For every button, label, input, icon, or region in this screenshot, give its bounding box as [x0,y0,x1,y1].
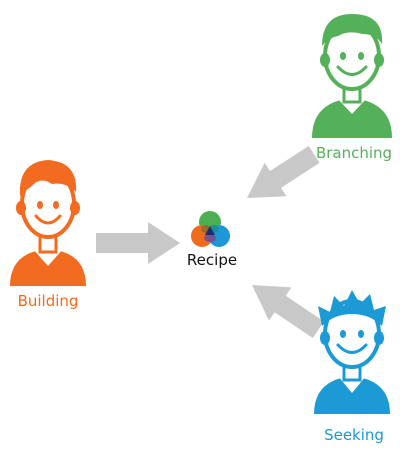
person-building [10,160,86,286]
arrow-from-branching [247,146,320,198]
person-branching [312,14,392,138]
arrow-from-building [96,222,180,264]
venn-core [205,226,215,235]
building-label: Building [18,292,79,310]
branching-label: Branching [316,144,392,162]
arrow-from-seeking [252,285,324,339]
seeking-label: Seeking [324,426,384,444]
recipe-venn-icon [191,211,230,247]
recipe-label: Recipe [187,251,237,269]
person-seeking [314,290,390,414]
